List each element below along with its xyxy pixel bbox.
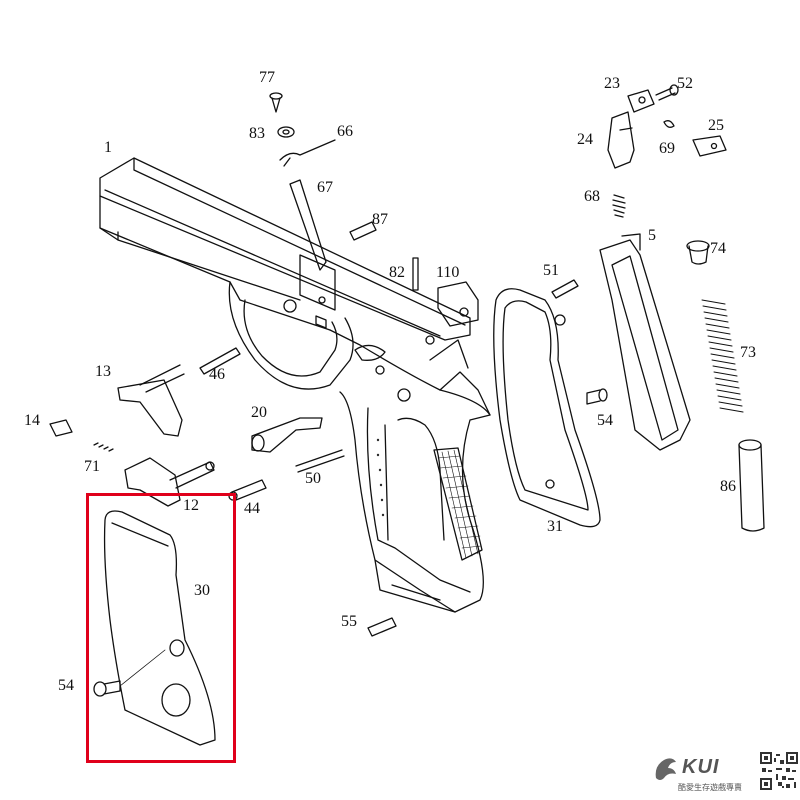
label-part-69: 69 xyxy=(659,140,675,157)
label-part-13: 13 xyxy=(95,363,111,380)
label-part-55: 55 xyxy=(341,613,357,630)
plunger-cap-part-74 xyxy=(686,240,710,265)
label-part-25: 25 xyxy=(708,117,724,134)
label-part-74: 74 xyxy=(710,240,726,257)
grip-panel-part-31 xyxy=(493,288,601,528)
lever-part-25 xyxy=(692,135,727,157)
pin-part-87 xyxy=(349,221,377,241)
trigger-bar-part-12 xyxy=(124,457,215,507)
label-part-14: 14 xyxy=(24,412,40,429)
grip-panel-part-30 xyxy=(103,510,216,746)
label-part-66: 66 xyxy=(337,123,353,140)
label-part-44: 44 xyxy=(244,500,260,517)
spring-part-69 xyxy=(663,120,675,128)
sear-part-24 xyxy=(607,111,635,169)
pin-part-46 xyxy=(199,347,241,375)
screw-part-54-right xyxy=(586,388,608,405)
label-part-83: 83 xyxy=(249,125,265,142)
label-part-20: 20 xyxy=(251,404,267,421)
label-part-54-right: 54 xyxy=(597,412,613,429)
label-part-46: 46 xyxy=(209,366,225,383)
label-part-67: 67 xyxy=(317,179,333,196)
label-part-86: 86 xyxy=(720,478,736,495)
bushing-part-83 xyxy=(277,126,295,138)
pin-part-55 xyxy=(367,617,397,637)
brand-name: KUI xyxy=(682,756,720,778)
part-14 xyxy=(49,419,73,437)
brand-tagline: 酷愛生存遊戲專賣 xyxy=(678,783,742,792)
label-part-1: 1 xyxy=(104,139,112,156)
screw-part-54-left xyxy=(93,649,166,697)
spring-part-66 xyxy=(279,139,336,167)
label-part-23: 23 xyxy=(604,75,620,92)
frame-part-1 xyxy=(99,157,491,613)
label-part-31: 31 xyxy=(547,518,563,535)
label-part-87: 87 xyxy=(372,211,388,228)
label-part-30: 30 xyxy=(194,582,210,599)
spring-part-71 xyxy=(93,442,114,452)
slide-stop-part-13 xyxy=(117,364,185,437)
pin-part-51 xyxy=(551,279,579,299)
pin-part-82 xyxy=(412,257,419,291)
pin-part-50 xyxy=(295,449,345,473)
label-part-12: 12 xyxy=(183,497,199,514)
label-part-71: 71 xyxy=(84,458,100,475)
label-part-52: 52 xyxy=(677,75,693,92)
lever-part-67 xyxy=(289,179,327,271)
qr-code-icon xyxy=(760,752,798,790)
label-part-24: 24 xyxy=(577,131,593,148)
spring-part-68 xyxy=(612,194,626,218)
safety-part-110 xyxy=(437,281,479,327)
pin-part-52 xyxy=(655,84,679,101)
mainspring-housing-part-5 xyxy=(599,233,691,451)
screw-part-77 xyxy=(269,92,283,113)
spring-guide-part-86 xyxy=(738,439,765,532)
label-part-51: 51 xyxy=(543,262,559,279)
label-part-110: 110 xyxy=(436,264,460,281)
label-part-5: 5 xyxy=(648,227,656,244)
label-part-68: 68 xyxy=(584,188,600,205)
label-part-82: 82 xyxy=(389,264,405,281)
disconnector-part-23 xyxy=(627,89,655,113)
trigger-part-20 xyxy=(251,417,323,453)
label-part-54-left: 54 xyxy=(58,677,74,694)
label-part-73: 73 xyxy=(740,344,756,361)
label-part-50: 50 xyxy=(305,470,321,487)
highlight-box xyxy=(86,493,236,763)
brand-watermark: KUI 酷愛生存遊戲專賣 xyxy=(652,752,798,798)
dragon-logo-icon xyxy=(655,758,676,780)
mainspring-part-73 xyxy=(701,299,744,413)
label-part-77: 77 xyxy=(259,69,275,86)
